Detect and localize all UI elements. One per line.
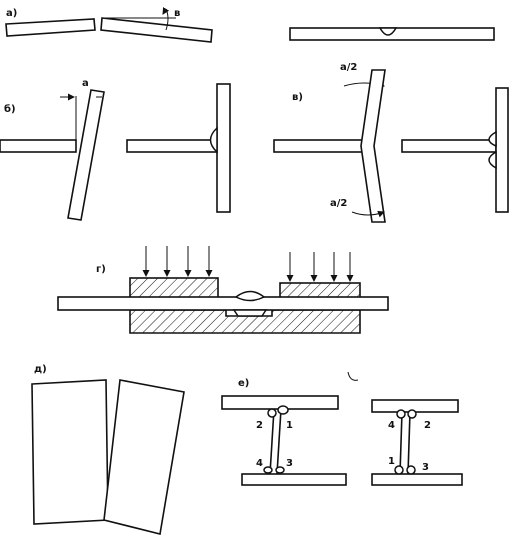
beam-right-seq-2: 2 xyxy=(424,420,431,431)
panel-a-right-plate xyxy=(100,17,213,43)
beam-right-weld-1 xyxy=(394,465,404,475)
panel-d-left-sheet xyxy=(31,379,109,525)
panel-v-angle-bottom: а/2 xyxy=(330,198,347,209)
beam-left-weld-4 xyxy=(263,466,273,474)
beam-left-bottom-flange xyxy=(241,473,347,486)
panel-b: б) а xyxy=(0,78,231,221)
beam-right-top-flange xyxy=(371,399,459,413)
panel-e: е) 2 1 4 3 4 2 1 3 xyxy=(221,371,463,486)
panel-a-weld-bead xyxy=(378,27,398,36)
panel-v-angle-top: а/2 xyxy=(340,62,357,73)
panel-b-weld-bead xyxy=(209,126,218,154)
panel-d-right-sheet xyxy=(103,379,185,535)
panel-a: а) в xyxy=(5,7,495,43)
panel-b-angle-label: а xyxy=(82,78,89,89)
beam-left-seq-3: 3 xyxy=(286,458,293,469)
beam-left-weld-2 xyxy=(267,408,277,418)
panel-a-angle-label: в xyxy=(174,8,180,19)
panel-v: в) а/2 а/2 xyxy=(273,62,509,223)
beam-right-seq-3: 3 xyxy=(422,462,429,473)
beam-left-seq-1: 1 xyxy=(286,420,293,431)
beam-left-seq-2: 2 xyxy=(256,420,263,431)
beam-left-weld-1 xyxy=(277,405,289,415)
panel-b-welded-horizontal xyxy=(126,139,218,153)
beam-left-web-right xyxy=(276,408,282,475)
panel-v-weld-upper xyxy=(488,130,497,148)
panel-v-bent-plate xyxy=(360,69,386,223)
panel-v-horizontal-plate xyxy=(273,139,363,153)
beam-left-weld-3 xyxy=(275,466,285,474)
panel-v-weld-lower xyxy=(488,150,497,170)
beam-right-web-right xyxy=(407,411,411,475)
panel-g-plate xyxy=(57,296,389,311)
panel-v-welded-horizontal xyxy=(401,139,497,153)
panel-b-horizontal-plate xyxy=(0,139,77,153)
panel-b-welded-vertical xyxy=(216,83,231,213)
beam-right-weld-4 xyxy=(396,409,406,419)
beam-right-weld-3 xyxy=(406,465,416,475)
beam-right-seq-4: 4 xyxy=(388,420,395,431)
beam-right-bottom-flange xyxy=(371,473,463,486)
beam-left-web-left xyxy=(269,408,275,475)
panel-d: д) xyxy=(31,364,185,535)
panel-v-welded-vertical xyxy=(495,87,509,213)
panel-g-weld-top xyxy=(234,290,266,302)
panel-a-label: а) xyxy=(6,8,17,19)
panel-b-tilted-plate xyxy=(67,89,105,221)
panel-g-clamp-left xyxy=(129,277,219,299)
panel-g-label: г) xyxy=(96,264,106,275)
panel-b-label: б) xyxy=(4,103,16,115)
beam-right-weld-2 xyxy=(407,409,417,419)
beam-right-seq-1: 1 xyxy=(388,456,395,467)
beam-left-seq-4: 4 xyxy=(256,458,263,469)
panel-e-label: е) xyxy=(238,378,249,389)
panel-d-label: д) xyxy=(34,364,47,375)
panel-g-weld-root xyxy=(232,309,268,317)
pencil-mark xyxy=(347,371,359,381)
panel-v-label: в) xyxy=(292,92,303,103)
beam-right-web-left xyxy=(399,411,403,475)
panel-a-left-plate xyxy=(5,18,96,37)
panel-g: г) xyxy=(57,246,389,334)
